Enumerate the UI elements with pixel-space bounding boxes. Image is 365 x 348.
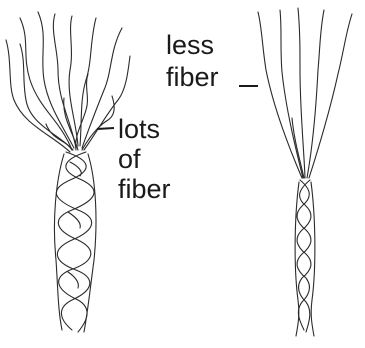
left-label-line-3: fiber [118, 174, 171, 204]
fiber-strand [80, 18, 96, 146]
less-fiber-label-line-1: less [166, 30, 214, 60]
rope-strand [56, 152, 91, 330]
rope-edge [54, 154, 64, 330]
rope-edge [311, 182, 315, 336]
fiber-strand [298, 8, 305, 178]
lots-of-fiber-label: lots of fiber [118, 114, 171, 204]
fiber-strand [82, 28, 122, 148]
fiber-strand [258, 12, 302, 178]
thick-rope-illustration [6, 12, 130, 332]
rope-edge [84, 154, 96, 332]
left-label-line-1: lots [118, 114, 171, 144]
rope-strand [68, 212, 80, 228]
rope-strand [70, 162, 81, 176]
less-fiber-label-line-2: fiber [166, 62, 219, 92]
fiber-strand [6, 40, 70, 152]
fiber-strand [307, 10, 324, 178]
thin-rope-illustration [258, 8, 352, 336]
rope-strand [68, 272, 78, 288]
fiber-strand [53, 14, 76, 148]
left-label-line-2: of [118, 144, 171, 174]
fiber-strand [309, 14, 352, 178]
left-label-leader-line [97, 128, 114, 129]
